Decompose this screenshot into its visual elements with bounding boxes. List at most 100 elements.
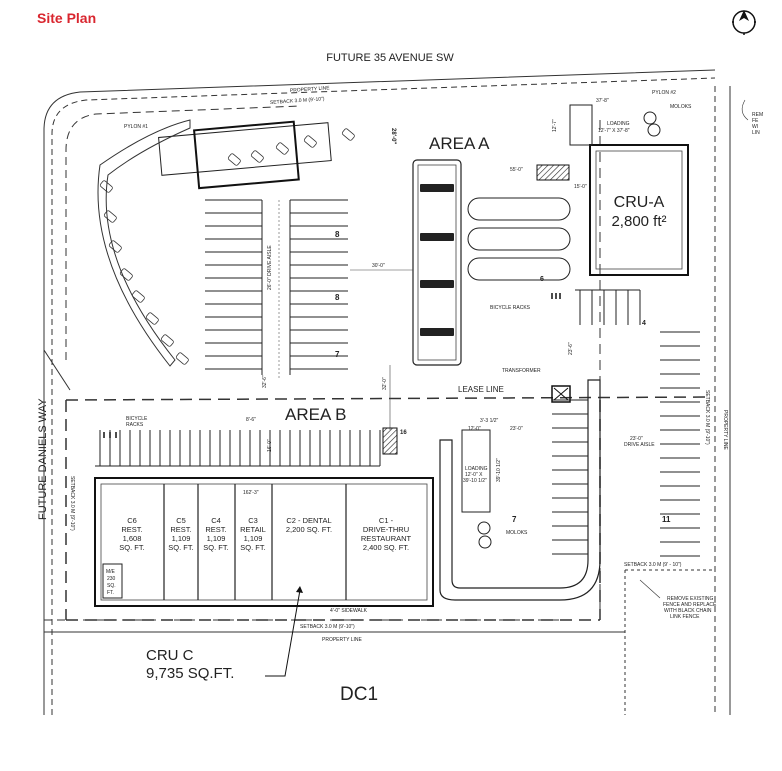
area-b-boundary xyxy=(65,396,713,621)
remove-fence-3: WITH BLACK CHAIN xyxy=(664,608,712,614)
molok-bin xyxy=(643,111,657,125)
loading-top-1: LOADING xyxy=(607,121,630,127)
setback-right-a: SETBACK 3.0 M (9'-10") xyxy=(704,390,710,445)
unit-c5-l2: REST. xyxy=(170,525,191,534)
cru-c-building xyxy=(94,477,434,607)
unit-c3-l3: 1,109 xyxy=(244,534,263,543)
parked-car xyxy=(145,312,159,325)
bicycle-racks-b2: RACKS xyxy=(126,422,144,428)
unit-c3-l4: SQ. FT. xyxy=(240,543,265,552)
drive-thru-lane xyxy=(439,379,601,601)
unit-c5-l4: SQ. FT. xyxy=(168,543,193,552)
parked-car xyxy=(175,352,189,365)
stall-count-b2: 7 xyxy=(512,515,517,524)
unit-c1-l1: C1 - xyxy=(379,516,394,525)
street-label-top: FUTURE 35 AVENUE SW xyxy=(326,52,454,64)
diagonal-car-group xyxy=(99,128,355,365)
area-a-label: AREA A xyxy=(429,134,490,153)
dim-8-6: 8'-6" xyxy=(246,417,256,423)
parked-car xyxy=(160,334,174,347)
svg-text:2,800 ft²: 2,800 ft² xyxy=(611,213,666,230)
pylon-2-label: PYLON #2 xyxy=(652,90,676,96)
unit-c5-l3: 1,109 xyxy=(172,534,191,543)
unit-c2-l2: 2,200 SQ. FT. xyxy=(286,525,332,534)
me-room-l4: FT. xyxy=(107,590,114,596)
setback-bottom: SETBACK 3.0 M (9'-10") xyxy=(300,624,355,630)
dim-12-7: 12'-7" xyxy=(552,119,558,132)
me-room-l3: SQ. xyxy=(107,583,116,589)
stall-count-b1: 16 xyxy=(400,430,407,436)
me-room-l2: 230 xyxy=(107,576,116,582)
setback-right-b: SETBACK 3.0 M (9' - 10") xyxy=(624,562,682,568)
cru-c-area: 9,735 SQ.FT. xyxy=(146,665,234,682)
dim-37-8: 37'-8" xyxy=(596,98,609,104)
loading-b-2: 12'-0" X xyxy=(465,472,483,478)
drive-aisle-label: DRIVE AISLE xyxy=(624,442,655,448)
unit-c3-l2: RETAIL xyxy=(240,525,266,534)
stall-count-a1: 8 xyxy=(335,230,340,239)
unit-c1-l3: RESTAURANT xyxy=(361,534,412,543)
dumpster-enclosure xyxy=(536,164,570,181)
north-arrow-icon xyxy=(732,10,756,35)
unit-c5-l1: C5 xyxy=(176,516,186,525)
dim-23-6: 23'-6" xyxy=(568,342,574,355)
dim-28-0: 28'-0" xyxy=(390,128,396,144)
bike-rack-icon xyxy=(103,432,117,438)
property-line-right: PROPERTY LINE xyxy=(722,410,728,450)
transformer xyxy=(551,385,571,403)
loading-zone-top xyxy=(569,104,593,146)
right-edge-note-4: LIN xyxy=(752,130,760,136)
remove-fence-2: FENCE AND REPLACE xyxy=(663,602,717,608)
remove-fence-1: REMOVE EXISTING xyxy=(667,596,714,602)
drive-aisle-vertical: 26'-0" DRIVE AISLE xyxy=(267,245,273,290)
pylon-1: PYLON #1 xyxy=(124,120,332,190)
right-edge-note-2: FE xyxy=(752,118,759,124)
dim-30-0: 30'-0" xyxy=(372,263,385,269)
unit-c4-l1: C4 xyxy=(211,516,221,525)
molok-bin xyxy=(477,521,491,535)
street-label-left: FUTURE DANIELS WAY xyxy=(37,398,49,520)
right-edge-note-3: WI xyxy=(752,124,758,130)
stall-count-a3: 7 xyxy=(335,350,340,359)
parked-car xyxy=(227,153,241,166)
moloks-top: MOLOKS xyxy=(670,104,692,110)
molok-bin xyxy=(478,535,492,549)
parked-car xyxy=(303,135,317,148)
right-stall-lines xyxy=(552,289,700,557)
loading-zone-b xyxy=(461,429,491,513)
stall-count-a2: 8 xyxy=(335,293,340,302)
unit-c6-l3: 1,608 xyxy=(123,534,142,543)
dim-3-3: 3'-3 1/2" xyxy=(480,418,499,424)
area-b-label: AREA B xyxy=(285,405,346,424)
unit-c6-l2: REST. xyxy=(121,525,142,534)
parked-car xyxy=(341,128,355,141)
area-b-dumpster xyxy=(382,427,398,455)
parked-car xyxy=(108,240,122,253)
remove-fence-4: LINK FENCE xyxy=(670,614,700,620)
bike-rack-icon xyxy=(551,293,561,299)
parked-car xyxy=(250,150,264,163)
property-boundary xyxy=(43,69,731,715)
parked-car xyxy=(131,290,145,303)
dim-32-0: 32'-0" xyxy=(382,377,388,390)
unit-c4-l2: REST. xyxy=(205,525,226,534)
unit-c3-l1: C3 xyxy=(248,516,258,525)
page-title: Site Plan xyxy=(37,10,97,26)
stall-count-b3: 11 xyxy=(662,515,671,524)
parked-car xyxy=(99,180,113,193)
unit-c6-l1: C6 xyxy=(127,516,137,525)
setback-top: SETBACK 3.0 M (9'-10") xyxy=(270,96,325,106)
dim-162-3: 162'-3" xyxy=(243,490,259,496)
parked-car xyxy=(103,210,117,223)
setback-left: SETBACK 3.0 M (9'-10") xyxy=(69,476,75,531)
dc1-label: DC1 xyxy=(340,684,378,705)
me-room-l1: M/E xyxy=(106,569,116,575)
loading-b-1: LOADING xyxy=(465,466,488,472)
dim-16-0: 16'-0" xyxy=(267,439,273,452)
svg-text:PYLON #1: PYLON #1 xyxy=(124,124,148,130)
svg-text:CRU-A: CRU-A xyxy=(614,194,665,211)
unit-c1-l4: 2,400 SQ. FT. xyxy=(363,543,409,552)
cru-c-leader xyxy=(265,589,301,677)
